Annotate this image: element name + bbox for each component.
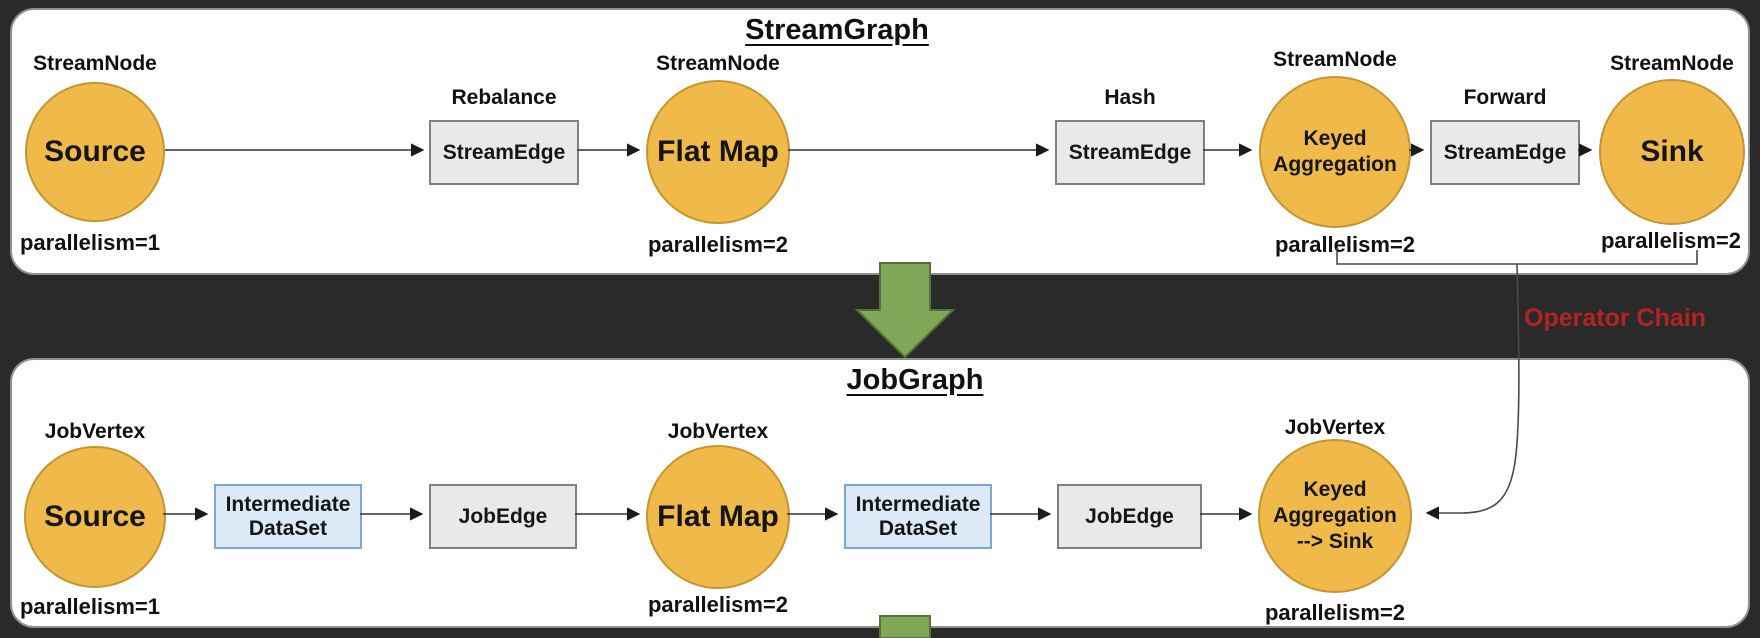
node-label: Source (44, 500, 146, 533)
streamgraph-title: StreamGraph (745, 14, 929, 46)
parallelism-label: parallelism=1 (19, 594, 161, 619)
job-vertex-source: Source (24, 446, 166, 588)
node-label: Sink (1640, 135, 1704, 168)
intermediate-dataset-box: Intermediate DataSet (844, 484, 992, 549)
parallelism-label: parallelism=2 (1264, 600, 1406, 625)
box-label: JobEdge (1085, 504, 1174, 528)
partition-label-forward: Forward (1463, 86, 1547, 109)
job-edge-box: JobEdge (1057, 484, 1202, 549)
partition-label-rebalance: Rebalance (451, 86, 557, 109)
down-arrow-icon (854, 262, 956, 359)
node-label: Keyed (1303, 127, 1367, 150)
box-label: JobEdge (458, 504, 548, 528)
stream-edge-box: StreamEdge (1055, 120, 1205, 185)
box-label: DataSet (248, 516, 328, 540)
stream-node-flat-map: Flat Map (646, 80, 790, 224)
jobvertex-type-label: JobVertex (1284, 416, 1386, 439)
box-label: Intermediate (225, 492, 351, 516)
streamnode-type-label: StreamNode (656, 52, 780, 75)
stream-node-source: Source (25, 82, 165, 222)
box-label: DataSet (878, 516, 958, 540)
node-label: Keyed (1303, 478, 1367, 501)
job-vertex-keyed-aggregation-sink: Keyed Aggregation --> Sink (1258, 439, 1412, 593)
job-edge-box: JobEdge (429, 484, 577, 549)
jobvertex-type-label: JobVertex (44, 420, 146, 443)
node-label: Flat Map (657, 500, 779, 533)
operator-chain-label: Operator Chain (1524, 304, 1706, 332)
parallelism-label: parallelism=2 (1274, 232, 1416, 257)
streamnode-type-label: StreamNode (1610, 52, 1734, 75)
node-label: Source (44, 135, 146, 168)
stream-node-sink: Sink (1599, 79, 1745, 225)
stream-edge-box: StreamEdge (429, 120, 579, 185)
stream-node-keyed-aggregation: Keyed Aggregation (1259, 76, 1411, 228)
node-label: --> Sink (1296, 530, 1374, 553)
parallelism-label: parallelism=2 (1600, 228, 1742, 253)
job-vertex-flat-map: Flat Map (646, 445, 790, 589)
streamgraph-panel: StreamGraph StreamNode StreamNode Stream… (10, 8, 1750, 275)
jobgraph-panel: JobGraph JobVertex JobVertex JobVertex S… (10, 358, 1750, 628)
streamnode-type-label: StreamNode (1273, 48, 1397, 71)
box-label: Intermediate (855, 492, 981, 516)
partition-label-hash: Hash (1104, 86, 1156, 109)
node-label: Flat Map (657, 135, 779, 168)
node-label: Aggregation (1273, 153, 1397, 176)
parallelism-label: parallelism=1 (19, 230, 161, 255)
intermediate-dataset-box: Intermediate DataSet (214, 484, 362, 549)
box-label: StreamEdge (442, 140, 566, 164)
parallelism-label: parallelism=2 (647, 592, 789, 617)
streamnode-type-label: StreamNode (33, 52, 157, 75)
node-label: Aggregation (1273, 504, 1397, 527)
parallelism-label: parallelism=2 (647, 232, 789, 257)
box-label: StreamEdge (1443, 140, 1567, 164)
jobgraph-title: JobGraph (846, 364, 984, 396)
box-label: StreamEdge (1068, 140, 1192, 164)
jobvertex-type-label: JobVertex (667, 420, 769, 443)
stream-edge-box: StreamEdge (1430, 120, 1580, 185)
